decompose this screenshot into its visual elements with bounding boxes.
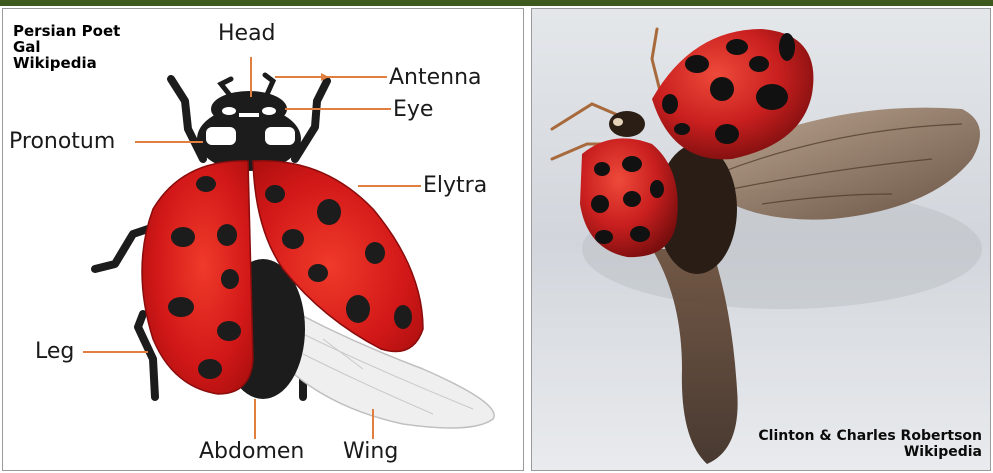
eye-right: [262, 107, 276, 115]
label-head: Head: [218, 21, 276, 46]
label-wing: Wing: [343, 439, 398, 464]
label-antenna: Antenna: [389, 65, 482, 90]
ladybug-photo-panel: Clinton & Charles Robertson Wikipedia: [531, 8, 991, 471]
label-pronotum: Pronotum: [9, 129, 115, 154]
photo-credit-line-1: Clinton & Charles Robertson: [758, 428, 982, 444]
photo-credit-line-2: Wikipedia: [758, 444, 982, 460]
diagram-credit-line-2: Gal: [13, 39, 120, 55]
photo-credit: Clinton & Charles Robertson Wikipedia: [758, 428, 982, 460]
head-shape: [211, 91, 287, 127]
label-abdomen: Abdomen: [199, 439, 304, 464]
diagram-credit-line-3: Wikipedia: [13, 55, 120, 71]
diagram-credit: Persian Poet Gal Wikipedia: [13, 23, 120, 71]
diagram-credit-line-1: Persian Poet: [13, 23, 120, 39]
pronotum-white-patch-right: [265, 127, 295, 145]
label-leg: Leg: [35, 339, 74, 364]
label-eye: Eye: [393, 97, 433, 122]
top-border: [0, 0, 993, 6]
pronotum-white-patch-left: [206, 127, 236, 145]
ladybug-diagram-panel: Persian Poet Gal Wikipedia Head Antenna …: [2, 8, 524, 471]
eye-left: [222, 107, 236, 115]
ladybug-photo: [532, 9, 991, 471]
label-elytra: Elytra: [423, 173, 487, 198]
